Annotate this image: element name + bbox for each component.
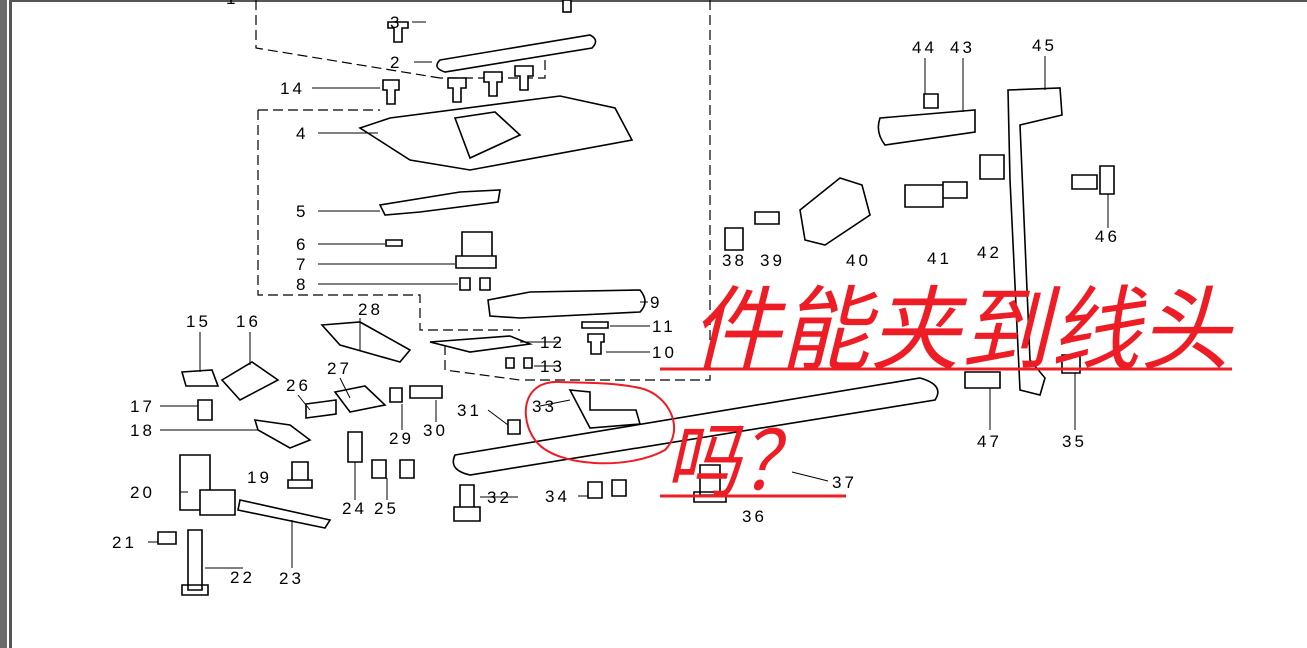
callout-26: 26 <box>286 376 311 395</box>
callout-29: 29 <box>389 429 414 448</box>
callout-24: 24 <box>342 499 367 518</box>
part-29-nut <box>389 387 403 403</box>
annotation-line-2: 吗？ <box>665 415 815 510</box>
callout-8: 8 <box>296 275 308 294</box>
part-26-spring <box>305 399 337 419</box>
dashed-group-outlines <box>255 0 711 381</box>
callout-numbers: 1 2 3 4 5 6 7 8 9 10 11 12 13 14 15 16 1… <box>112 0 1120 588</box>
callout-46: 46 <box>1095 227 1120 246</box>
callout-5: 5 <box>296 202 308 221</box>
part-46-screw <box>1071 165 1115 195</box>
callout-33: 33 <box>532 397 557 416</box>
part-19-screw <box>287 461 313 489</box>
part-44-screw <box>923 93 939 109</box>
callout-42: 42 <box>977 243 1002 262</box>
part-16 <box>220 361 280 401</box>
callout-43: 43 <box>950 38 975 57</box>
callout-31: 31 <box>457 401 482 420</box>
page-border-left <box>9 0 12 648</box>
part-27 <box>333 385 387 413</box>
part-5-lever <box>378 189 501 216</box>
part-long-link <box>452 377 939 476</box>
callout-34: 34 <box>545 487 570 506</box>
callout-38: 38 <box>722 251 747 270</box>
callout-22: 22 <box>230 568 255 587</box>
callout-18: 18 <box>130 421 155 440</box>
callout-1: 1 <box>226 0 238 8</box>
part-47-screw <box>964 371 1001 389</box>
part-10-screw <box>587 333 605 355</box>
callout-9: 9 <box>650 293 662 312</box>
callout-2: 2 <box>390 53 402 72</box>
part-41 <box>904 181 968 208</box>
callout-39: 39 <box>760 251 785 270</box>
callout-28: 28 <box>358 300 383 319</box>
part-23-rod <box>237 499 332 529</box>
callout-32: 32 <box>487 488 512 507</box>
annotation-line-1: 件能夹到线头 <box>690 277 1234 384</box>
callout-4: 4 <box>296 124 308 143</box>
part-13-screws <box>505 357 533 369</box>
callout-7: 7 <box>296 255 308 274</box>
callout-12: 12 <box>540 333 565 352</box>
page-border-top <box>9 0 1307 2</box>
part-39-screw <box>754 211 780 225</box>
callout-45: 45 <box>1032 36 1057 55</box>
part-42-nut <box>979 154 1005 180</box>
part-9-lever <box>487 289 646 319</box>
leader-lines <box>148 21 1109 569</box>
callout-3: 3 <box>390 13 402 32</box>
part-22-pin <box>181 529 209 596</box>
callout-27: 27 <box>327 359 352 378</box>
callout-30: 30 <box>423 421 448 440</box>
part-30-screw <box>409 385 443 399</box>
part-17-screw <box>197 399 213 421</box>
part-8-screws <box>459 277 491 291</box>
callout-25: 25 <box>374 499 399 518</box>
part-34-screws <box>587 479 627 499</box>
callout-11: 11 <box>652 317 676 336</box>
callout-14: 14 <box>280 79 305 98</box>
part-31-screw <box>507 419 521 435</box>
part-25-screws <box>371 459 415 479</box>
callout-13: 13 <box>540 357 565 376</box>
callout-17: 17 <box>130 397 155 416</box>
callout-37: 37 <box>832 473 857 492</box>
part-6-washer <box>385 239 403 247</box>
callout-40: 40 <box>846 251 871 270</box>
callout-16: 16 <box>236 312 261 331</box>
part-32-screw <box>453 484 481 522</box>
part-12-blade <box>429 335 534 353</box>
part-15 <box>180 369 220 387</box>
callout-20: 20 <box>130 483 155 502</box>
part-11-washer <box>581 321 609 329</box>
callout-6: 6 <box>296 235 308 254</box>
part-shapes <box>157 0 1115 596</box>
part-3-screw <box>387 21 409 43</box>
part-28-link <box>320 321 412 363</box>
part-24 <box>347 431 363 463</box>
callout-35: 35 <box>1062 432 1087 451</box>
part-18-arm <box>253 419 312 449</box>
viewer-scrollbar[interactable] <box>0 0 7 648</box>
callout-10: 10 <box>652 343 677 362</box>
callout-19: 19 <box>247 468 272 487</box>
callout-47: 47 <box>977 432 1002 451</box>
callout-44: 44 <box>912 38 937 57</box>
part-21-screw <box>157 531 177 545</box>
part-2-throat-plate-bar <box>436 34 597 73</box>
part-38-nut <box>724 227 744 251</box>
part-40 <box>799 177 871 246</box>
callout-41: 41 <box>927 249 952 268</box>
red-annotation: 件能夹到线头 吗？ <box>524 277 1234 510</box>
part-screw <box>562 0 572 13</box>
red-circle-around-part-33 <box>524 380 676 465</box>
callout-36: 36 <box>742 507 767 526</box>
part-33-clip <box>568 389 642 429</box>
callout-21: 21 <box>112 533 137 552</box>
part-43-pin <box>877 109 976 146</box>
callout-15: 15 <box>186 312 211 331</box>
part-14-screw <box>382 79 400 105</box>
callout-23: 23 <box>279 569 304 588</box>
